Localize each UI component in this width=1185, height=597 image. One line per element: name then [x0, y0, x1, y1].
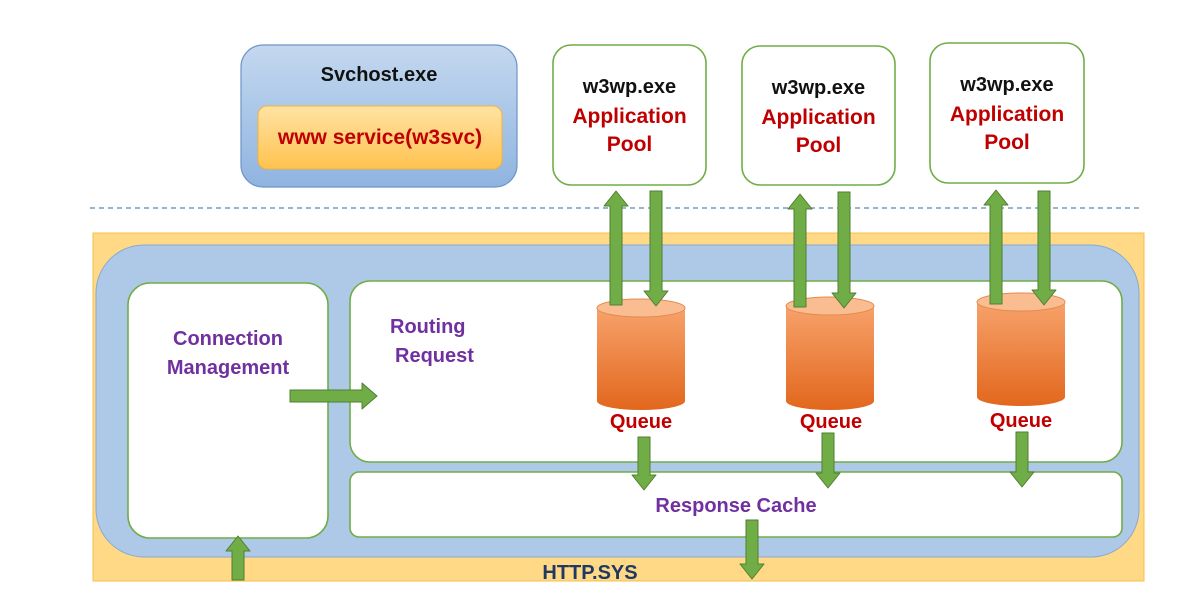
connection-management-box: [127, 282, 329, 539]
w3wp-label-3: w3wp.exe: [960, 74, 1054, 96]
routing-request-label-line1: Routing: [390, 316, 466, 338]
queue-label-2: Queue: [799, 411, 863, 433]
application-pool-label-2: Application: [761, 106, 876, 129]
application-pool-label-1: Application: [572, 105, 687, 128]
connection-management-label-line2: Management: [166, 357, 290, 379]
connection-management-label-line1: Connection: [173, 328, 283, 350]
routing-request-box: [349, 280, 1123, 463]
queue-label-3: Queue: [989, 410, 1053, 432]
routing-request-label-line2: Request: [395, 345, 474, 367]
arrow-queue3-to-cache: [1009, 431, 1035, 488]
arrow-up-queue2-to-pool2: [787, 193, 813, 308]
svchost-title: Svchost.exe: [320, 64, 438, 86]
http-sys-label: HTTP.SYS: [542, 562, 638, 584]
application-pool-label-3: Application: [949, 103, 1065, 126]
arrow-down-pool1-to-queue1: [643, 190, 669, 307]
arrow-down-pool2-to-queue2: [831, 191, 857, 309]
arrow-up-queue3-to-pool3: [983, 189, 1009, 305]
w3wp-box-3: [929, 42, 1085, 184]
arrow-response-out: [739, 519, 765, 580]
arrow-incoming-request: [225, 535, 251, 581]
arrow-queue2-to-cache: [815, 432, 841, 489]
arrow-down-pool3-to-queue3: [1031, 190, 1057, 306]
pool-label-3: Pool: [984, 131, 1030, 154]
w3wp-label-1: w3wp.exe: [582, 76, 677, 98]
response-cache-box: [349, 471, 1123, 538]
arrow-up-queue1-to-pool1: [603, 190, 629, 306]
www-service-box: [257, 105, 503, 170]
w3wp-box-2: [741, 45, 896, 186]
w3wp-label-2: w3wp.exe: [771, 77, 866, 99]
arrow-connection-to-routing: [289, 382, 378, 410]
w3wp-box-1: [552, 44, 707, 186]
pool-label-1: Pool: [606, 133, 653, 156]
www-service-label: www service(w3svc): [277, 126, 483, 149]
queue-cylinder-2: [785, 296, 875, 410]
queue-label-1: Queue: [609, 411, 673, 433]
response-cache-label: Response Cache: [655, 495, 817, 517]
arrow-queue1-to-cache: [631, 436, 657, 491]
pool-label-2: Pool: [795, 134, 842, 157]
